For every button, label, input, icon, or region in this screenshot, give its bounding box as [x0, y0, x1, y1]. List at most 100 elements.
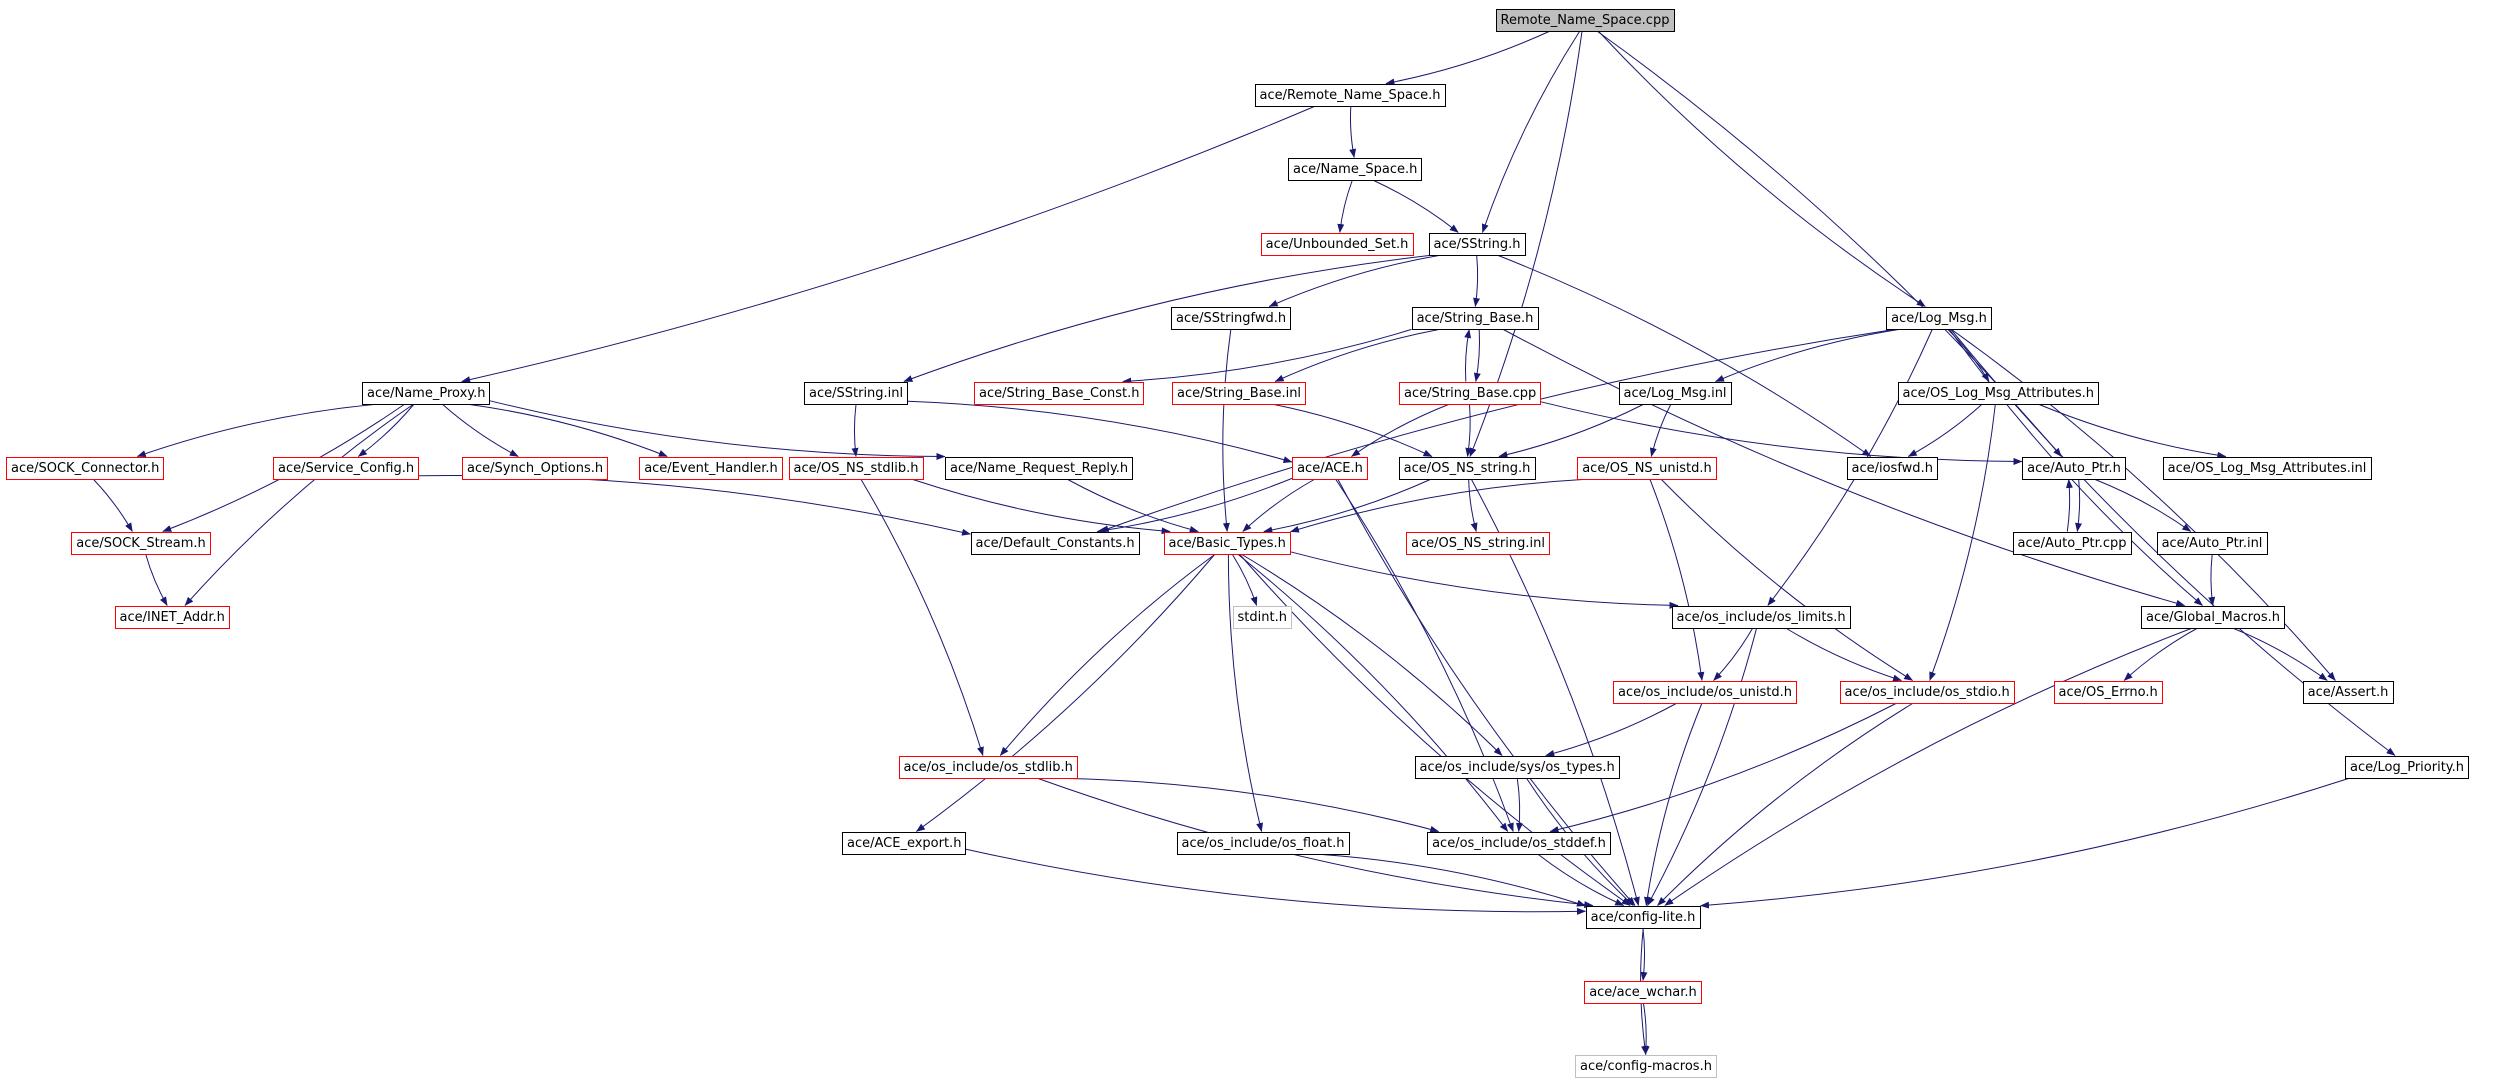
- node-iosfwd[interactable]: ace/iosfwd.h: [1846, 456, 1938, 480]
- edge-os-ns-stdlib-to-os-stdlib: [860, 479, 984, 756]
- edge-os-stddef-to-config-lite: [1537, 854, 1625, 906]
- edge-os-unistd-to-sys-os-types: [1545, 703, 1677, 757]
- node-os-stddef[interactable]: ace/os_include/os_stddef.h: [1427, 831, 1611, 855]
- edge-global-macros-to-os-errno: [2123, 628, 2198, 681]
- edge-name-proxy-to-service-config: [357, 404, 415, 457]
- edge-service-config-to-default-consts: [418, 474, 971, 536]
- node-stdint: stdint.h: [1232, 605, 1292, 629]
- edge-log-msg-inl-to-os-ns-string: [1498, 404, 1644, 459]
- node-auto-ptr-h[interactable]: ace/Auto_Ptr.h: [2022, 456, 2126, 480]
- node-global-macros[interactable]: ace/Global_Macros.h: [2141, 605, 2285, 629]
- edge-sstring-h-to-string-base-h: [1473, 255, 1481, 307]
- node-auto-ptr-inl[interactable]: ace/Auto_Ptr.inl: [2156, 531, 2268, 555]
- node-inet-addr[interactable]: ace/INET_Addr.h: [114, 605, 230, 629]
- edge-string-base-h-to-global-macros: [1503, 329, 2186, 607]
- edge-basic-types-to-ace-export: [915, 554, 1215, 832]
- node-os-limits[interactable]: ace/os_include/os_limits.h: [1671, 605, 1851, 629]
- edge-basic-types-to-os-float: [1227, 554, 1263, 832]
- edge-name-req-reply-to-basic-types: [1067, 479, 1199, 533]
- edge-name-proxy-to-name-req-reply: [489, 400, 946, 460]
- edge-sstring-h-to-sstringfwd: [1268, 255, 1439, 307]
- edge-os-unistd-to-config-lite: [1644, 703, 1703, 906]
- edge-basic-types-to-sys-os-types: [1241, 554, 1503, 756]
- edge-ace-h-to-os-stddef: [1335, 479, 1514, 832]
- node-ace-export[interactable]: ace/ACE_export.h: [842, 831, 966, 855]
- edge-sb-cpp-to-os-ns-string: [1465, 404, 1473, 457]
- node-remote-h[interactable]: ace/Remote_Name_Space.h: [1254, 83, 1446, 107]
- edge-os-limits-to-os-unistd: [1713, 628, 1753, 681]
- edge-basic-types-to-stdint: [1231, 554, 1258, 606]
- edge-log-msg-inl-to-os-ns-unistd: [1649, 404, 1672, 457]
- node-ace-wchar[interactable]: ace/ace_wchar.h: [1584, 980, 1702, 1004]
- node-name-space-h[interactable]: ace/Name_Space.h: [1288, 157, 1422, 181]
- edge-sstring-h-to-iosfwd: [1498, 255, 1872, 457]
- node-default-consts[interactable]: ace/Default_Constants.h: [970, 531, 1140, 555]
- node-ace-h[interactable]: ace/ACE.h: [1292, 456, 1368, 480]
- node-synch-options[interactable]: ace/Synch_Options.h: [462, 456, 608, 480]
- edge-os-stdio-to-config-lite: [1657, 703, 1913, 906]
- edge-sb-inl-to-os-ns-string: [1273, 404, 1433, 457]
- node-event-handler[interactable]: ace/Event_Handler.h: [639, 456, 783, 480]
- edge-name-space-h-to-sstring-h: [1373, 180, 1459, 233]
- edge-name-proxy-to-inet-addr: [184, 404, 414, 606]
- node-remote-cpp: Remote_Name_Space.cpp: [1495, 8, 1675, 32]
- node-sb-cpp[interactable]: ace/String_Base.cpp: [1399, 381, 1541, 405]
- edge-ace-h-to-default-consts: [1096, 477, 1293, 534]
- node-name-req-reply[interactable]: ace/Name_Request_Reply.h: [945, 456, 1133, 480]
- node-sstringfwd[interactable]: ace/SStringfwd.h: [1171, 306, 1291, 330]
- node-string-base-h[interactable]: ace/String_Base.h: [1411, 306, 1539, 330]
- node-os-log-attr-inl[interactable]: ace/OS_Log_Msg_Attributes.inl: [2162, 456, 2372, 480]
- node-config-macros: ace/config-macros.h: [1575, 1054, 1717, 1078]
- node-unbounded-set[interactable]: ace/Unbounded_Set.h: [1260, 232, 1414, 256]
- edge-os-ns-string-to-basic-types: [1263, 479, 1431, 534]
- node-sb-inl[interactable]: ace/String_Base.inl: [1172, 381, 1306, 405]
- node-os-unistd[interactable]: ace/os_include/os_unistd.h: [1613, 680, 1797, 704]
- node-sock-stream[interactable]: ace/SOCK_Stream.h: [71, 531, 211, 555]
- node-os-ns-stdlib[interactable]: ace/OS_NS_stdlib.h: [788, 456, 924, 480]
- edge-log-msg-h-to-assert-h: [1951, 329, 2336, 681]
- node-config-lite[interactable]: ace/config-lite.h: [1585, 905, 1701, 929]
- node-sstring-inl[interactable]: ace/SString.inl: [804, 381, 908, 405]
- edge-ace-wchar-to-config-macros: [1642, 1003, 1650, 1055]
- node-log-priority[interactable]: ace/Log_Priority.h: [2345, 755, 2469, 779]
- node-os-stdlib[interactable]: ace/os_include/os_stdlib.h: [898, 755, 1078, 779]
- edge-string-base-h-to-sb-inl: [1274, 329, 1439, 382]
- node-os-log-attr[interactable]: ace/OS_Log_Msg_Attributes.h: [1897, 381, 2099, 405]
- node-basic-types[interactable]: ace/Basic_Types.h: [1163, 531, 1291, 555]
- edge-sstring-inl-to-os-ns-stdlib: [851, 404, 859, 457]
- node-name-proxy[interactable]: ace/Name_Proxy.h: [362, 381, 490, 405]
- edge-sock-conn-to-sock-stream: [93, 479, 133, 532]
- node-assert-h[interactable]: ace/Assert.h: [2302, 680, 2394, 704]
- node-sb-const[interactable]: ace/String_Base_Const.h: [974, 381, 1144, 405]
- node-sys-os-types[interactable]: ace/os_include/sys/os_types.h: [1414, 755, 1620, 779]
- edge-sstring-inl-to-ace-h: [907, 400, 1293, 464]
- edge-os-ns-unistd-to-os-unistd: [1649, 479, 1705, 681]
- edge-ace-export-to-config-lite: [965, 848, 1586, 915]
- edge-name-proxy-to-event-handler: [469, 404, 668, 457]
- node-sock-conn[interactable]: ace/SOCK_Connector.h: [6, 456, 164, 480]
- node-os-float[interactable]: ace/os_include/os_float.h: [1176, 831, 1350, 855]
- edge-sock-stream-to-inet-addr: [145, 554, 168, 606]
- node-os-ns-string[interactable]: ace/OS_NS_string.h: [1398, 456, 1536, 480]
- node-log-msg-inl[interactable]: ace/Log_Msg.inl: [1618, 381, 1732, 405]
- node-os-stdio[interactable]: ace/os_include/os_stdio.h: [1839, 680, 2015, 704]
- edge-sb-cpp-to-string-base-h: [1464, 329, 1472, 382]
- node-log-msg-h[interactable]: ace/Log_Msg.h: [1886, 306, 1992, 330]
- node-sstring-h[interactable]: ace/SString.h: [1428, 232, 1526, 256]
- edge-string-base-h-to-sb-const: [1122, 328, 1412, 385]
- node-service-config[interactable]: ace/Service_Config.h: [273, 456, 419, 480]
- edge-auto-ptr-cpp-to-auto-ptr-h: [2065, 479, 2073, 532]
- node-os-ns-unistd[interactable]: ace/OS_NS_unistd.h: [1577, 456, 1717, 480]
- edge-sb-cpp-to-auto-ptr-h: [1540, 401, 2023, 465]
- edge-global-macros-to-assert-h: [2233, 628, 2328, 681]
- edge-os-log-attr-to-iosfwd: [1907, 404, 1983, 457]
- edge-basic-types-to-os-stdlib: [999, 554, 1215, 756]
- edge-os-ns-string-to-os-ns-string-inl: [1468, 479, 1478, 532]
- node-os-ns-string-inl[interactable]: ace/OS_NS_string.inl: [1406, 531, 1550, 555]
- edge-sstring-h-to-sstring-inl: [903, 255, 1430, 382]
- edge-os-stdlib-to-os-stddef: [1068, 778, 1440, 833]
- edge-remote-cpp-to-remote-h: [1385, 31, 1550, 86]
- node-os-errno[interactable]: ace/OS_Errno.h: [2053, 680, 2163, 704]
- node-auto-ptr-cpp[interactable]: ace/Auto_Ptr.cpp: [2012, 531, 2132, 555]
- edge-log-msg-h-to-log-msg-inl: [1715, 329, 1899, 382]
